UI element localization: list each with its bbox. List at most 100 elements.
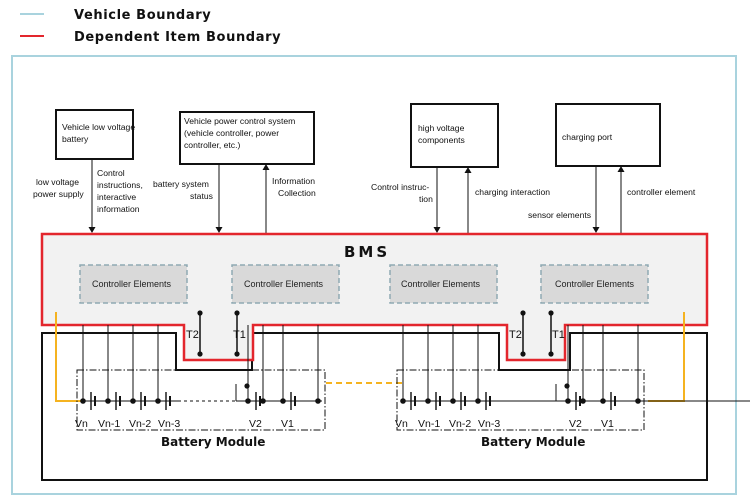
sensor-t1-right-top-dot <box>548 310 554 316</box>
sense-node <box>245 398 251 404</box>
control-info-line-3: interactive <box>97 192 136 202</box>
hv-components-line-2: components <box>418 135 465 145</box>
sensor-t2-left-label: T2 <box>186 329 199 341</box>
sense-node <box>280 398 286 404</box>
sense-node <box>80 398 86 404</box>
lv-battery-line-2: battery <box>62 134 89 144</box>
sense-node <box>565 398 571 404</box>
arrowhead-info-collection <box>262 164 270 170</box>
sensor-t2-left-bottom-dot <box>197 351 203 357</box>
cell-label: Vn-3 <box>478 418 500 430</box>
sensor-t2-right-top-dot <box>520 310 526 316</box>
lv-battery-box <box>55 109 134 160</box>
bus-left <box>55 312 82 402</box>
sense-node <box>315 398 321 404</box>
cell-label: Vn-1 <box>418 418 440 430</box>
hv-components-box <box>410 103 499 168</box>
control-info-line-2: instructions, <box>97 180 143 190</box>
sensor-t1-right-label: T1 <box>552 329 565 341</box>
sense-node <box>600 398 606 404</box>
vehicle-boundary-label: Vehicle Boundary <box>74 8 211 23</box>
cell-label: V2 <box>569 418 582 430</box>
sense-node <box>475 398 481 404</box>
controller-element-1-label: Controller Elements <box>92 279 172 289</box>
arrowhead-control-info <box>88 227 96 233</box>
arrowhead-controller-element <box>617 166 625 172</box>
power-control-line-3: controller, etc.) <box>184 140 240 150</box>
lv-battery-line-1: Vehicle low voltage <box>62 122 135 132</box>
arrowhead-control-instruction <box>433 227 441 233</box>
controller-element-label: controller element <box>627 187 696 197</box>
cells-layer: Vn Vn-1 Vn-2 Vn-3 V2 V1 Vn Vn-1 Vn-2 Vn-3 V2 V1 <box>75 325 750 430</box>
arrowhead-battery-status <box>215 227 223 233</box>
battery-pack-boundary <box>41 332 708 481</box>
cell-label: Vn <box>395 418 408 430</box>
control-instruction-line-2: tion <box>419 194 433 204</box>
sensor-t2-left-top-dot <box>197 310 203 316</box>
cell-label: Vn-1 <box>98 418 120 430</box>
battery-status-line-2: status <box>190 191 213 201</box>
controller-elements: Controller Elements Controller Elements … <box>79 264 649 304</box>
controller-element-1 <box>79 264 188 304</box>
external-boxes: Vehicle low voltage battery Vehicle powe… <box>55 103 661 168</box>
power-control-line-1: Vehicle power control system <box>184 116 295 126</box>
sense-node <box>244 383 250 389</box>
info-collection-line-1: Information <box>272 176 315 186</box>
sense-node <box>260 398 266 404</box>
cell-label: V2 <box>249 418 262 430</box>
vehicle-boundary <box>11 55 737 495</box>
hv-components-line-1: high voltage <box>418 123 465 133</box>
battery-module-1-outline <box>76 369 326 431</box>
sense-node <box>130 398 136 404</box>
power-control-line-2: (vehicle controller, power <box>184 128 279 138</box>
controller-element-3-label: Controller Elements <box>401 279 481 289</box>
bms-title: BMS <box>344 243 390 261</box>
cell-label: V1 <box>601 418 614 430</box>
sensor-t1-right-bottom-dot <box>548 351 554 357</box>
control-info-line-1: Control <box>97 168 125 178</box>
arrowhead-charging-interaction <box>464 167 472 173</box>
control-instruction-line-1: Control instruc- <box>371 182 429 192</box>
lv-supply-line-2: power supply <box>33 189 84 199</box>
dependent-boundary-label: Dependent Item Boundary <box>74 30 281 45</box>
battery-status-line-1: battery system <box>153 179 209 189</box>
temperature-sensors <box>197 310 554 357</box>
sensor-t1-left-top-dot <box>234 310 240 316</box>
legend: Vehicle Boundary Dependent Item Boundary <box>20 8 281 45</box>
sense-node <box>635 398 641 404</box>
cell-label: Vn-3 <box>158 418 180 430</box>
sense-node <box>450 398 456 404</box>
charging-port-box <box>555 103 661 167</box>
battery-module-2-label: Battery Module <box>481 435 585 449</box>
sensor-t2-right-label: T2 <box>509 329 522 341</box>
sense-node <box>400 398 406 404</box>
controller-element-4-label: Controller Elements <box>555 279 635 289</box>
control-info-line-4: information <box>97 204 140 214</box>
power-control-box <box>179 111 315 165</box>
sensor-elements-label: sensor elements <box>528 210 591 220</box>
sensor-t1-left-label: T1 <box>233 329 246 341</box>
battery-module-2-outline <box>396 369 645 431</box>
controller-element-3 <box>389 264 498 304</box>
lv-supply-line-1: low voltage <box>36 177 79 187</box>
info-collection-line-2: Collection <box>278 188 316 198</box>
sense-node <box>564 383 570 389</box>
sense-node <box>580 398 586 404</box>
signal-labels: low voltage power supply Control instruc… <box>33 168 696 220</box>
cell-label: Vn-2 <box>449 418 471 430</box>
sensor-t2-right-bottom-dot <box>520 351 526 357</box>
controller-element-2-label: Controller Elements <box>244 279 324 289</box>
arrowhead-sensor-elements <box>592 227 600 233</box>
signal-arrows <box>88 160 625 233</box>
battery-modules <box>76 369 645 431</box>
cell-label: V1 <box>281 418 294 430</box>
controller-element-4 <box>540 264 649 304</box>
charging-interaction-label: charging interaction <box>475 187 550 197</box>
cell-label: Vn-2 <box>129 418 151 430</box>
cell-label: Vn <box>75 418 88 430</box>
sense-node <box>105 398 111 404</box>
charging-port-label: charging port <box>562 132 613 142</box>
controller-element-2 <box>231 264 340 304</box>
sense-node <box>155 398 161 404</box>
